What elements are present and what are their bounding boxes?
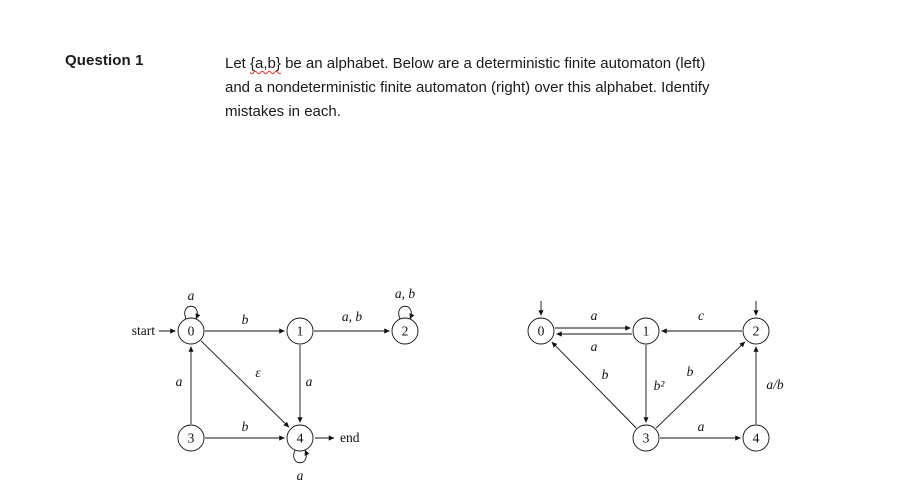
state-node xyxy=(742,317,770,345)
start-label: start xyxy=(132,323,155,338)
state-node xyxy=(177,424,205,452)
state-node xyxy=(632,317,660,345)
self-loop-label: a, b xyxy=(395,286,416,301)
state-node xyxy=(286,317,314,345)
state-label: 3 xyxy=(188,431,195,446)
self-loop-edge xyxy=(293,449,310,464)
transition-label: ε xyxy=(255,365,261,380)
transition-label: b² xyxy=(654,378,666,393)
transition-label: a xyxy=(698,419,705,434)
state-node xyxy=(632,424,660,452)
question-line-1-post: be an alphabet. Below are a deterministi… xyxy=(280,55,706,72)
transition-label: b xyxy=(242,312,249,327)
self-loop-label: a xyxy=(297,468,304,483)
state-node xyxy=(286,424,314,452)
state-node xyxy=(742,424,770,452)
state-label: 3 xyxy=(643,431,650,446)
transition-label: a xyxy=(306,374,313,389)
state-label: 2 xyxy=(402,324,409,339)
transition-edge xyxy=(655,341,746,429)
state-node xyxy=(527,317,555,345)
state-node xyxy=(177,317,205,345)
question-line-3: mistakes in each. xyxy=(225,103,341,120)
transition-label: a/b xyxy=(766,377,784,392)
transition-label: a xyxy=(176,374,183,389)
state-label: 1 xyxy=(643,324,650,339)
transition-label: a, b xyxy=(342,309,363,324)
alphabet-misspelling-squiggle: {a,b} xyxy=(250,55,281,72)
dfa-diagram: b a, b ε a a b a a, b a start end 0 1 2 3 4 xyxy=(132,286,419,483)
transition-edge xyxy=(200,340,290,428)
question-line-1: Let {a,b} be an alphabet. Below are a de… xyxy=(225,52,845,76)
state-label: 2 xyxy=(753,324,760,339)
self-loop-edge xyxy=(398,305,415,320)
question-text: Let {a,b} be an alphabet. Below are a de… xyxy=(225,52,845,124)
transition-label: b xyxy=(687,364,694,379)
question-line-2: and a nondeterministic finite automaton … xyxy=(225,79,710,96)
transition-label: a xyxy=(591,339,598,354)
self-loop-label: a xyxy=(188,288,195,303)
question-label: Question 1 xyxy=(65,52,144,69)
state-node xyxy=(391,317,419,345)
question-line-1-pre: Let xyxy=(225,55,251,72)
transition-label: b xyxy=(242,419,249,434)
state-label: 4 xyxy=(297,431,304,446)
state-label: 0 xyxy=(188,324,195,339)
nfa-diagram: a a c b b² b a/b a 0 1 2 3 4 xyxy=(527,301,784,452)
end-label: end xyxy=(340,430,360,445)
transition-label: b xyxy=(602,367,609,382)
state-label: 1 xyxy=(297,324,304,339)
transition-edge xyxy=(551,341,637,429)
state-label: 4 xyxy=(753,431,760,446)
state-label: 0 xyxy=(538,324,545,339)
transition-label: a xyxy=(591,308,598,323)
transition-label: c xyxy=(698,308,704,323)
self-loop-edge xyxy=(184,305,201,320)
